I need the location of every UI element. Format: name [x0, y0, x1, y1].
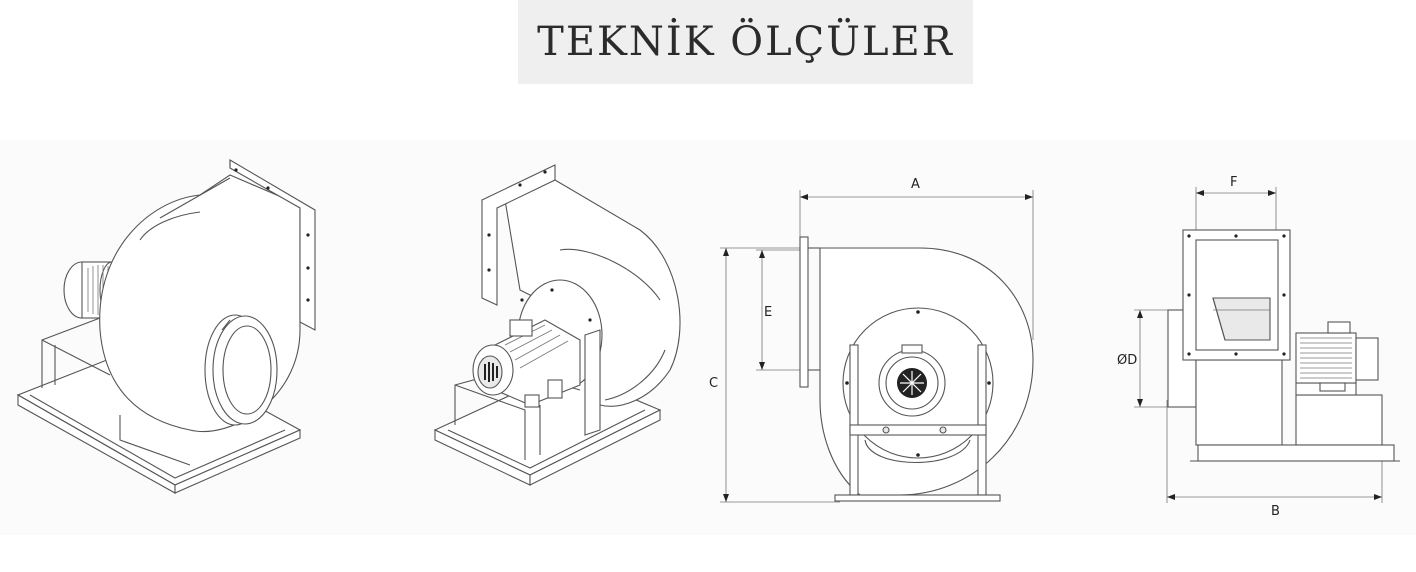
dimension-d-label: ØD	[1117, 353, 1137, 368]
side-elevation-view: A C E	[709, 177, 1034, 503]
dimension-a-label: A	[911, 177, 920, 192]
page-title: TEKNİK ÖLÇÜLER	[537, 19, 954, 65]
dimension-b-label: B	[1271, 504, 1280, 519]
isometric-rear-view	[433, 164, 681, 486]
dimension-f-label: F	[1230, 175, 1237, 190]
dimension-e-label: E	[764, 305, 772, 320]
title-banner: TEKNİK ÖLÇÜLER	[518, 0, 973, 84]
front-elevation-view: F ØD B	[1117, 175, 1400, 519]
dimension-c-label: C	[709, 376, 718, 391]
isometric-front-view	[16, 159, 316, 494]
